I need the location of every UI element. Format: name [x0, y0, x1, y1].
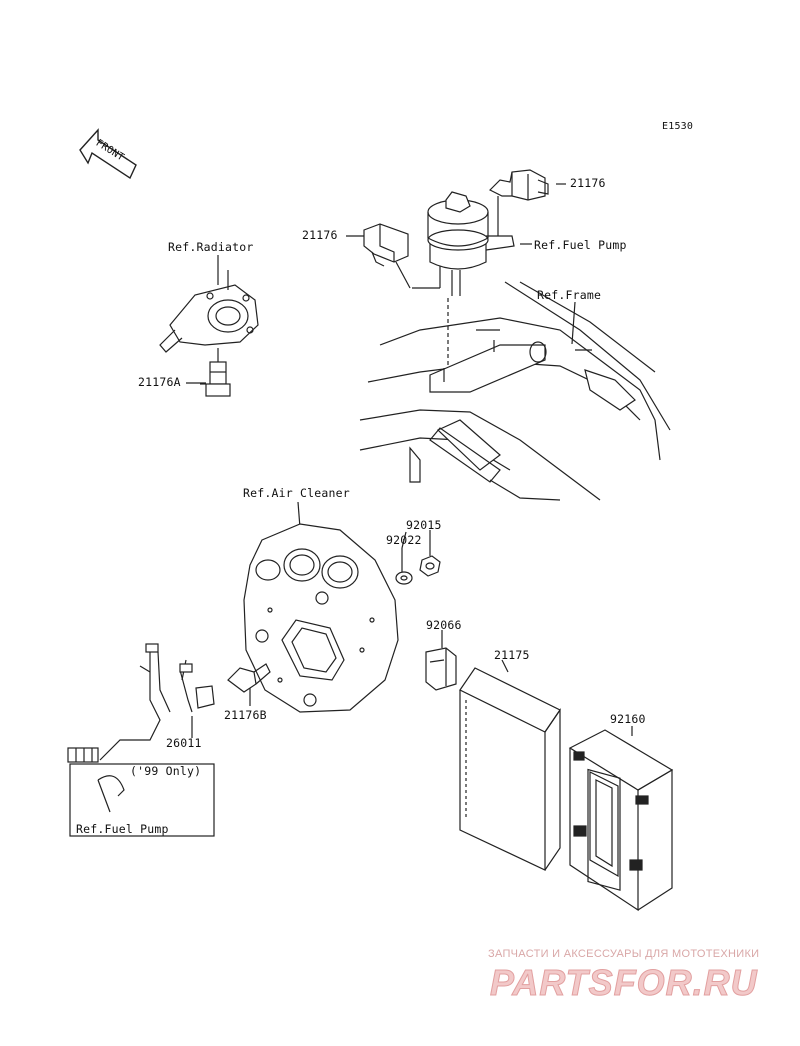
part-number-21175[interactable]: 21175: [494, 648, 530, 662]
nut-92015: [419, 530, 441, 577]
part-number-26011[interactable]: 26011: [166, 736, 202, 750]
part-number-21176A[interactable]: 21176A: [138, 375, 181, 389]
sensor-21176A: [200, 348, 231, 397]
sensor-21176B: [227, 663, 271, 706]
inset-box: [69, 763, 215, 837]
part-number-21176-left[interactable]: 21176: [302, 228, 338, 242]
sensor-21176-left: [346, 223, 411, 289]
frame-outline: [359, 281, 671, 501]
part-number-92015[interactable]: 92015: [406, 518, 442, 532]
ref-fuel-pump-label: Ref.Fuel Pump: [534, 238, 627, 252]
front-arrow-icon: [79, 128, 137, 180]
ref-frame-label: Ref.Frame: [537, 288, 602, 302]
inset-99-only-label: ('99 Only): [130, 764, 202, 778]
diagram-code: E1530: [662, 121, 694, 132]
part-number-92022[interactable]: 92022: [386, 533, 422, 547]
connector-92066: [425, 630, 457, 691]
ref-air-cleaner-label: Ref.Air Cleaner: [243, 486, 350, 500]
ref-radiator-label: Ref.Radiator: [168, 240, 254, 254]
part-number-92160[interactable]: 92160: [610, 712, 646, 726]
wire-harness-26011: [67, 643, 215, 763]
watermark-tagline: ЗАПЧАСТИ И АКСЕССУАРЫ ДЛЯ МОТОТЕХНИКИ: [488, 948, 760, 960]
air-cleaner-plate: [243, 501, 399, 713]
ecu-21175: [459, 659, 561, 871]
cushion-92160: [568, 726, 674, 912]
part-number-92066[interactable]: 92066: [426, 618, 462, 632]
part-number-21176B[interactable]: 21176B: [224, 708, 267, 722]
watermark-logo: PARTSFOR.RU: [490, 962, 758, 1004]
label-leaders: [186, 270, 576, 549]
inset-ref-fuel-pump-label: Ref.Fuel Pump: [76, 822, 169, 836]
fuel-pump-assembly: [412, 191, 532, 296]
part-number-21176-right[interactable]: 21176: [570, 176, 606, 190]
radiator-cover: [159, 255, 259, 353]
washer-92022: [395, 548, 413, 585]
sensor-21176-right: [488, 169, 566, 201]
